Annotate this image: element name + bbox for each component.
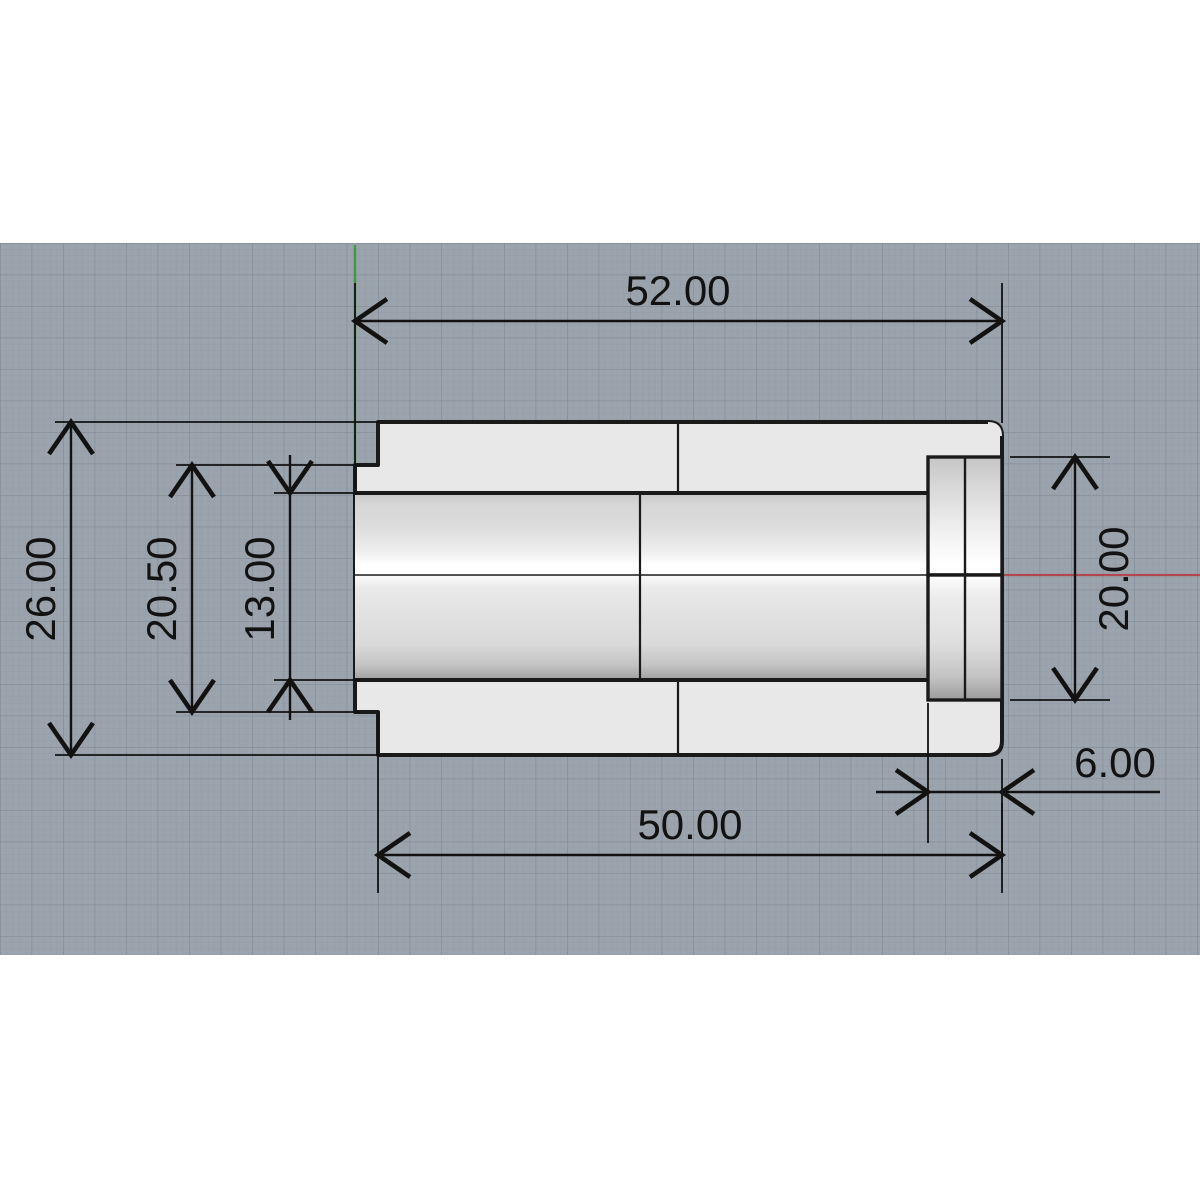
cad-viewport[interactable]: 52.00 26.00 20.50: [0, 243, 1200, 955]
arrow-26-top: [47, 417, 95, 456]
dimension-flange-diameter[interactable]: 20.50: [138, 460, 360, 717]
arrow-600-right: [997, 768, 1036, 816]
cylinder-band-lower[interactable]: [355, 575, 1002, 680]
arrow-1300-bottom: [266, 675, 314, 714]
arrow-50-left: [373, 831, 412, 879]
cylinder-band-upper[interactable]: [355, 493, 1002, 575]
arrow-2050-bottom: [168, 678, 216, 717]
arrow-2000-top: [1051, 452, 1099, 491]
arrow-2000-bottom: [1051, 666, 1099, 705]
end-cap-round-mask: [988, 422, 1002, 436]
dim-label-600: 6.00: [1074, 739, 1156, 786]
dimension-boss-diameter[interactable]: 20.00: [1010, 452, 1137, 705]
arrow-52-right: [968, 297, 1007, 345]
dim-label-2000: 20.00: [1090, 526, 1137, 631]
dimension-overall-height[interactable]: 26.00: [17, 417, 380, 760]
arrow-1300-top: [266, 459, 314, 498]
arrow-26-bottom: [47, 721, 95, 760]
part-drawing-layer: 52.00 26.00 20.50: [17, 245, 1200, 893]
dimension-overall-length[interactable]: 52.00: [350, 267, 1007, 488]
arrow-50-right: [968, 831, 1007, 879]
arrow-2050-top: [168, 460, 216, 499]
dim-label-26: 26.00: [17, 536, 64, 641]
dimension-bore-diameter[interactable]: 13.00: [236, 455, 360, 720]
arrow-600-left: [894, 768, 933, 816]
dim-label-2050: 20.50: [138, 536, 185, 641]
dimension-boss-width[interactable]: 6.00: [876, 703, 1160, 863]
dim-label-50: 50.00: [637, 801, 742, 848]
dimension-shoulder-length[interactable]: 50.00: [373, 713, 1007, 893]
dim-label-52: 52.00: [625, 267, 730, 314]
dim-label-1300: 13.00: [236, 536, 283, 641]
arrow-52-left: [350, 297, 389, 345]
